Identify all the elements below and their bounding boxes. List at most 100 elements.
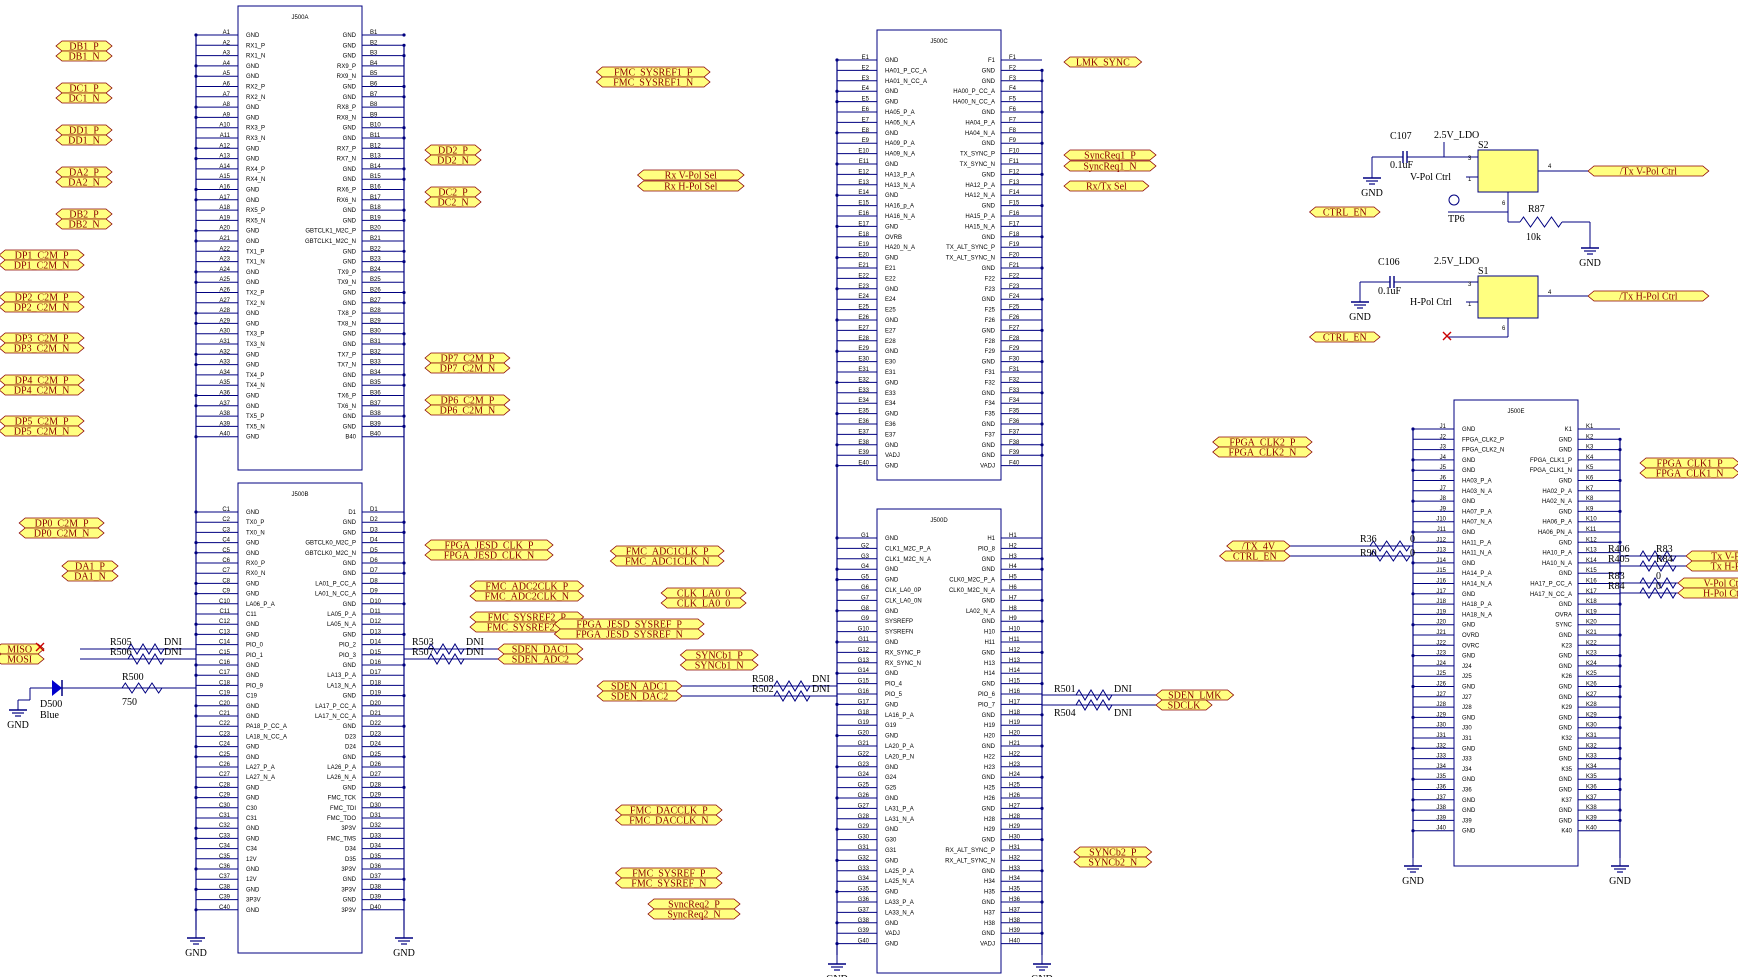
port-label: FPGA_JESD_CLK_N — [444, 551, 535, 562]
pin-name: CLK0_M2C_N_A — [949, 588, 995, 594]
port-label: DP1_C2M_N — [14, 261, 70, 272]
pin-name: J33 — [1462, 757, 1472, 763]
port-label: FMC_ADC2CLK_N — [485, 592, 569, 603]
junction-dot — [402, 373, 406, 377]
label: C106 — [1378, 257, 1400, 268]
pin-number: D10 — [370, 599, 382, 605]
pin-number: K4 — [1586, 455, 1594, 461]
port-shape — [424, 196, 482, 208]
pin-name: GND — [1559, 571, 1573, 577]
pin-name: FPGA_CLK1_P — [1530, 458, 1572, 464]
pin-list: GNDA1RX1_PA2RX1_NA3GNDA4GNDA5RX2_PA6RX2_… — [194, 30, 406, 441]
pin-name: PIO_9 — [246, 683, 264, 689]
pin-name: F26 — [985, 318, 996, 324]
pin-name: GND — [246, 785, 260, 791]
pin-number: C35 — [219, 854, 231, 860]
pin-name: GND — [343, 332, 357, 338]
junction-dot — [194, 551, 198, 555]
pin-number: D15 — [370, 650, 382, 656]
pin-name: RX6_N — [337, 198, 356, 204]
pin-name: GND — [885, 671, 899, 677]
junction-dot — [194, 908, 198, 912]
pin-number: D22 — [370, 721, 382, 727]
pin-name: GND — [1559, 808, 1573, 814]
junction-dot — [1040, 422, 1044, 426]
pin-number: J24 — [1436, 661, 1446, 667]
pin-name: GND — [885, 318, 899, 324]
pin-name: K26 — [1561, 674, 1572, 680]
pin-number: G21 — [858, 741, 870, 747]
port-label: FMC_SYSREF2_N — [487, 623, 567, 634]
pin-name: E31 — [885, 370, 896, 376]
pin-number: A27 — [219, 298, 230, 304]
junction-dot — [1618, 571, 1622, 575]
pin-number: B34 — [370, 370, 381, 376]
pin-number: A38 — [219, 411, 230, 417]
junction-dot — [402, 43, 406, 47]
label: R508 — [752, 674, 774, 685]
pin-name: HA05_P_A — [885, 110, 915, 116]
pin-name: D35 — [345, 857, 357, 863]
pin-name: GND — [885, 578, 899, 584]
pin-number: B39 — [370, 421, 381, 427]
pin-number: C1 — [222, 507, 230, 513]
pin-name: E36 — [885, 422, 896, 428]
pin-name: GND — [343, 373, 357, 379]
junction-dot — [1040, 360, 1044, 364]
pin-name: GND — [982, 619, 996, 625]
pin-number: C7 — [222, 568, 230, 574]
pin-number: K34 — [1586, 764, 1597, 770]
pin-name: HA06_PN_A — [1538, 530, 1572, 536]
junction-dot — [402, 724, 406, 728]
pin-name: J30 — [1462, 726, 1472, 732]
net-port: CLK_LA0_0 — [660, 597, 747, 610]
pin-number: H27 — [1009, 803, 1021, 809]
junction-dot — [1618, 633, 1622, 637]
pin-number: F9 — [1009, 138, 1017, 144]
port-label: FMC_ADC1CLK_P — [626, 547, 709, 558]
pin-number: H19 — [1009, 720, 1021, 726]
pin-name: GND — [343, 424, 357, 430]
pin-number: F13 — [1009, 180, 1020, 186]
pin-name: LA01_N_CC_A — [315, 592, 356, 598]
port-shape — [61, 570, 119, 582]
junction-dot — [402, 54, 406, 58]
pin-number: H20 — [1009, 731, 1021, 737]
junction-dot — [1411, 468, 1415, 472]
pin-name: HA00_N_CC_A — [953, 100, 995, 106]
pin-name: GND — [343, 33, 357, 39]
port-label: SyncReq2_P — [668, 900, 720, 911]
ground-symbol: GND — [1361, 168, 1383, 199]
net-port: SDEN_ADC2 — [497, 653, 584, 666]
pin-number: J5 — [1440, 465, 1447, 471]
pin-number: J29 — [1436, 712, 1446, 718]
pin-number: E29 — [858, 346, 869, 352]
port-label: DP6_C2M_P — [440, 396, 494, 407]
pin-number: G8 — [861, 606, 870, 612]
port-shape — [1155, 699, 1213, 711]
pin-number: F28 — [1009, 336, 1020, 342]
pin-number: H31 — [1009, 845, 1021, 851]
port-label: FMC_DACCLK_P — [630, 806, 708, 817]
pin-name: F37 — [985, 432, 996, 438]
pin-name: GND — [885, 100, 899, 106]
pin-name: 3P3V — [341, 867, 356, 873]
pin-name: GND — [246, 270, 260, 276]
pin-number: A37 — [219, 401, 230, 407]
pin-number: F1 — [1009, 55, 1017, 61]
pin-list: GNDG1CLK1_M2C_P_AG2CLK1_M2C_N_AG3GNDG4GN… — [835, 533, 1044, 948]
pin-name: GND — [343, 663, 357, 669]
port-shape — [1063, 149, 1157, 161]
pin-name: GND — [246, 867, 260, 873]
pin-name: VADJ — [980, 942, 995, 948]
resistor-zigzag — [1369, 550, 1411, 562]
label: 750 — [122, 697, 137, 708]
pin-name: GND — [343, 530, 357, 536]
pin-number: F26 — [1009, 315, 1020, 321]
pin-name: GND — [246, 796, 260, 802]
pin-number: H36 — [1009, 897, 1021, 903]
port-label: SyncReq1_N — [1083, 162, 1136, 173]
port-label: DP1_C2M_P — [15, 251, 69, 262]
pin-number: B13 — [370, 154, 381, 160]
junction-dot — [1618, 757, 1622, 761]
